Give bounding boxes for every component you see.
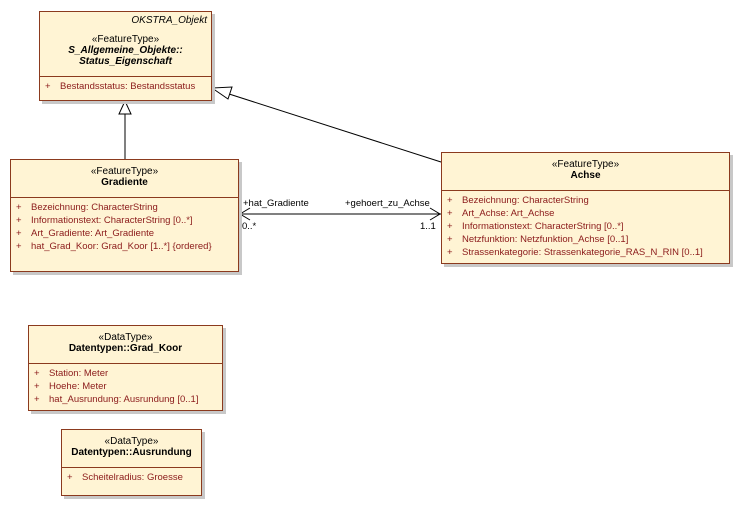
attribute: +Hoehe: Meter [34, 381, 107, 392]
stereotype-label: «FeatureType» [90, 166, 159, 177]
class-gradiente[interactable]: «FeatureType» Gradiente +Bezeichnung: Ch… [10, 159, 239, 272]
attribute: +Station: Meter [34, 368, 109, 379]
class-ausrundung[interactable]: «DataType» Datentypen::Ausrundung +Schei… [61, 429, 202, 496]
attribute: +Art_Gradiente: Art_Gradiente [16, 228, 155, 239]
class-achse[interactable]: «FeatureType» Achse +Bezeichnung: Charac… [441, 152, 730, 264]
class-name: Achse [570, 170, 601, 181]
target-multiplicity-label: 1..1 [420, 221, 436, 232]
class-status-eigenschaft[interactable]: OKSTRA_Objekt «FeatureType» S_Allgemeine… [39, 11, 212, 101]
class-grad-koor[interactable]: «DataType» Datentypen::Grad_Koor +Statio… [28, 325, 223, 411]
class-name: Datentypen::Ausrundung [71, 447, 192, 458]
class-name: Gradiente [101, 177, 148, 188]
source-role-label: +hat_Gradiente [243, 198, 309, 209]
class-header: «FeatureType» Gradiente [11, 160, 238, 198]
attribute-list: +Scheitelradius: Groesse [62, 468, 201, 484]
generalization-achse [225, 92, 442, 163]
attribute-list: +Bezeichnung: CharacterString +Informati… [11, 198, 238, 253]
class-header: «FeatureType» Achse [442, 153, 729, 191]
stereotype-label: «FeatureType» [91, 34, 160, 45]
association-arrow-left [239, 207, 251, 221]
class-header: «DataType» Datentypen::Ausrundung [62, 430, 201, 468]
stereotype-label: «DataType» [104, 436, 159, 447]
association-arrow-right [429, 207, 441, 221]
attribute: +Informationstext: CharacterString [0..*… [16, 215, 193, 226]
attribute: +Netzfunktion: Netzfunktion_Achse [0..1] [447, 234, 629, 245]
attribute-list: +Bezeichnung: CharacterString +Art_Achse… [442, 191, 729, 259]
generalization-arrowhead-achse [210, 86, 233, 100]
attribute: +hat_Grad_Koor: Grad_Koor [1..*] {ordere… [16, 241, 212, 252]
attribute: +hat_Ausrundung: Ausrundung [0..1] [34, 394, 199, 405]
source-multiplicity-label: 0..* [242, 221, 257, 232]
attribute: +Art_Achse: Art_Achse [447, 208, 555, 219]
stereotype-label: «DataType» [98, 332, 153, 343]
attribute: +Bezeichnung: CharacterString [447, 195, 589, 206]
target-role-label: +gehoert_zu_Achse [345, 198, 430, 209]
class-header: OKSTRA_Objekt «FeatureType» S_Allgemeine… [40, 12, 211, 77]
attribute: +Bestandsstatus: Bestandsstatus [45, 81, 196, 92]
class-header: «DataType» Datentypen::Grad_Koor [29, 326, 222, 364]
namespace-label: OKSTRA_Objekt [131, 15, 207, 26]
class-name-line2: Status_Eigenschaft [79, 56, 172, 67]
attribute: +Scheitelradius: Groesse [67, 472, 183, 483]
attribute: +Bezeichnung: CharacterString [16, 202, 158, 213]
attribute-list: +Station: Meter +Hoehe: Meter +hat_Ausru… [29, 364, 222, 406]
generalization-arrowhead-gradiente [118, 99, 132, 115]
class-name: S_Allgemeine_Objekte:: [68, 45, 183, 56]
attribute: +Informationstext: CharacterString [0..*… [447, 221, 624, 232]
attribute: +Strassenkategorie: Strassenkategorie_RA… [447, 247, 703, 258]
class-name: Datentypen::Grad_Koor [68, 343, 183, 354]
attribute-list: +Bestandsstatus: Bestandsstatus [40, 77, 211, 93]
stereotype-label: «FeatureType» [551, 159, 620, 170]
